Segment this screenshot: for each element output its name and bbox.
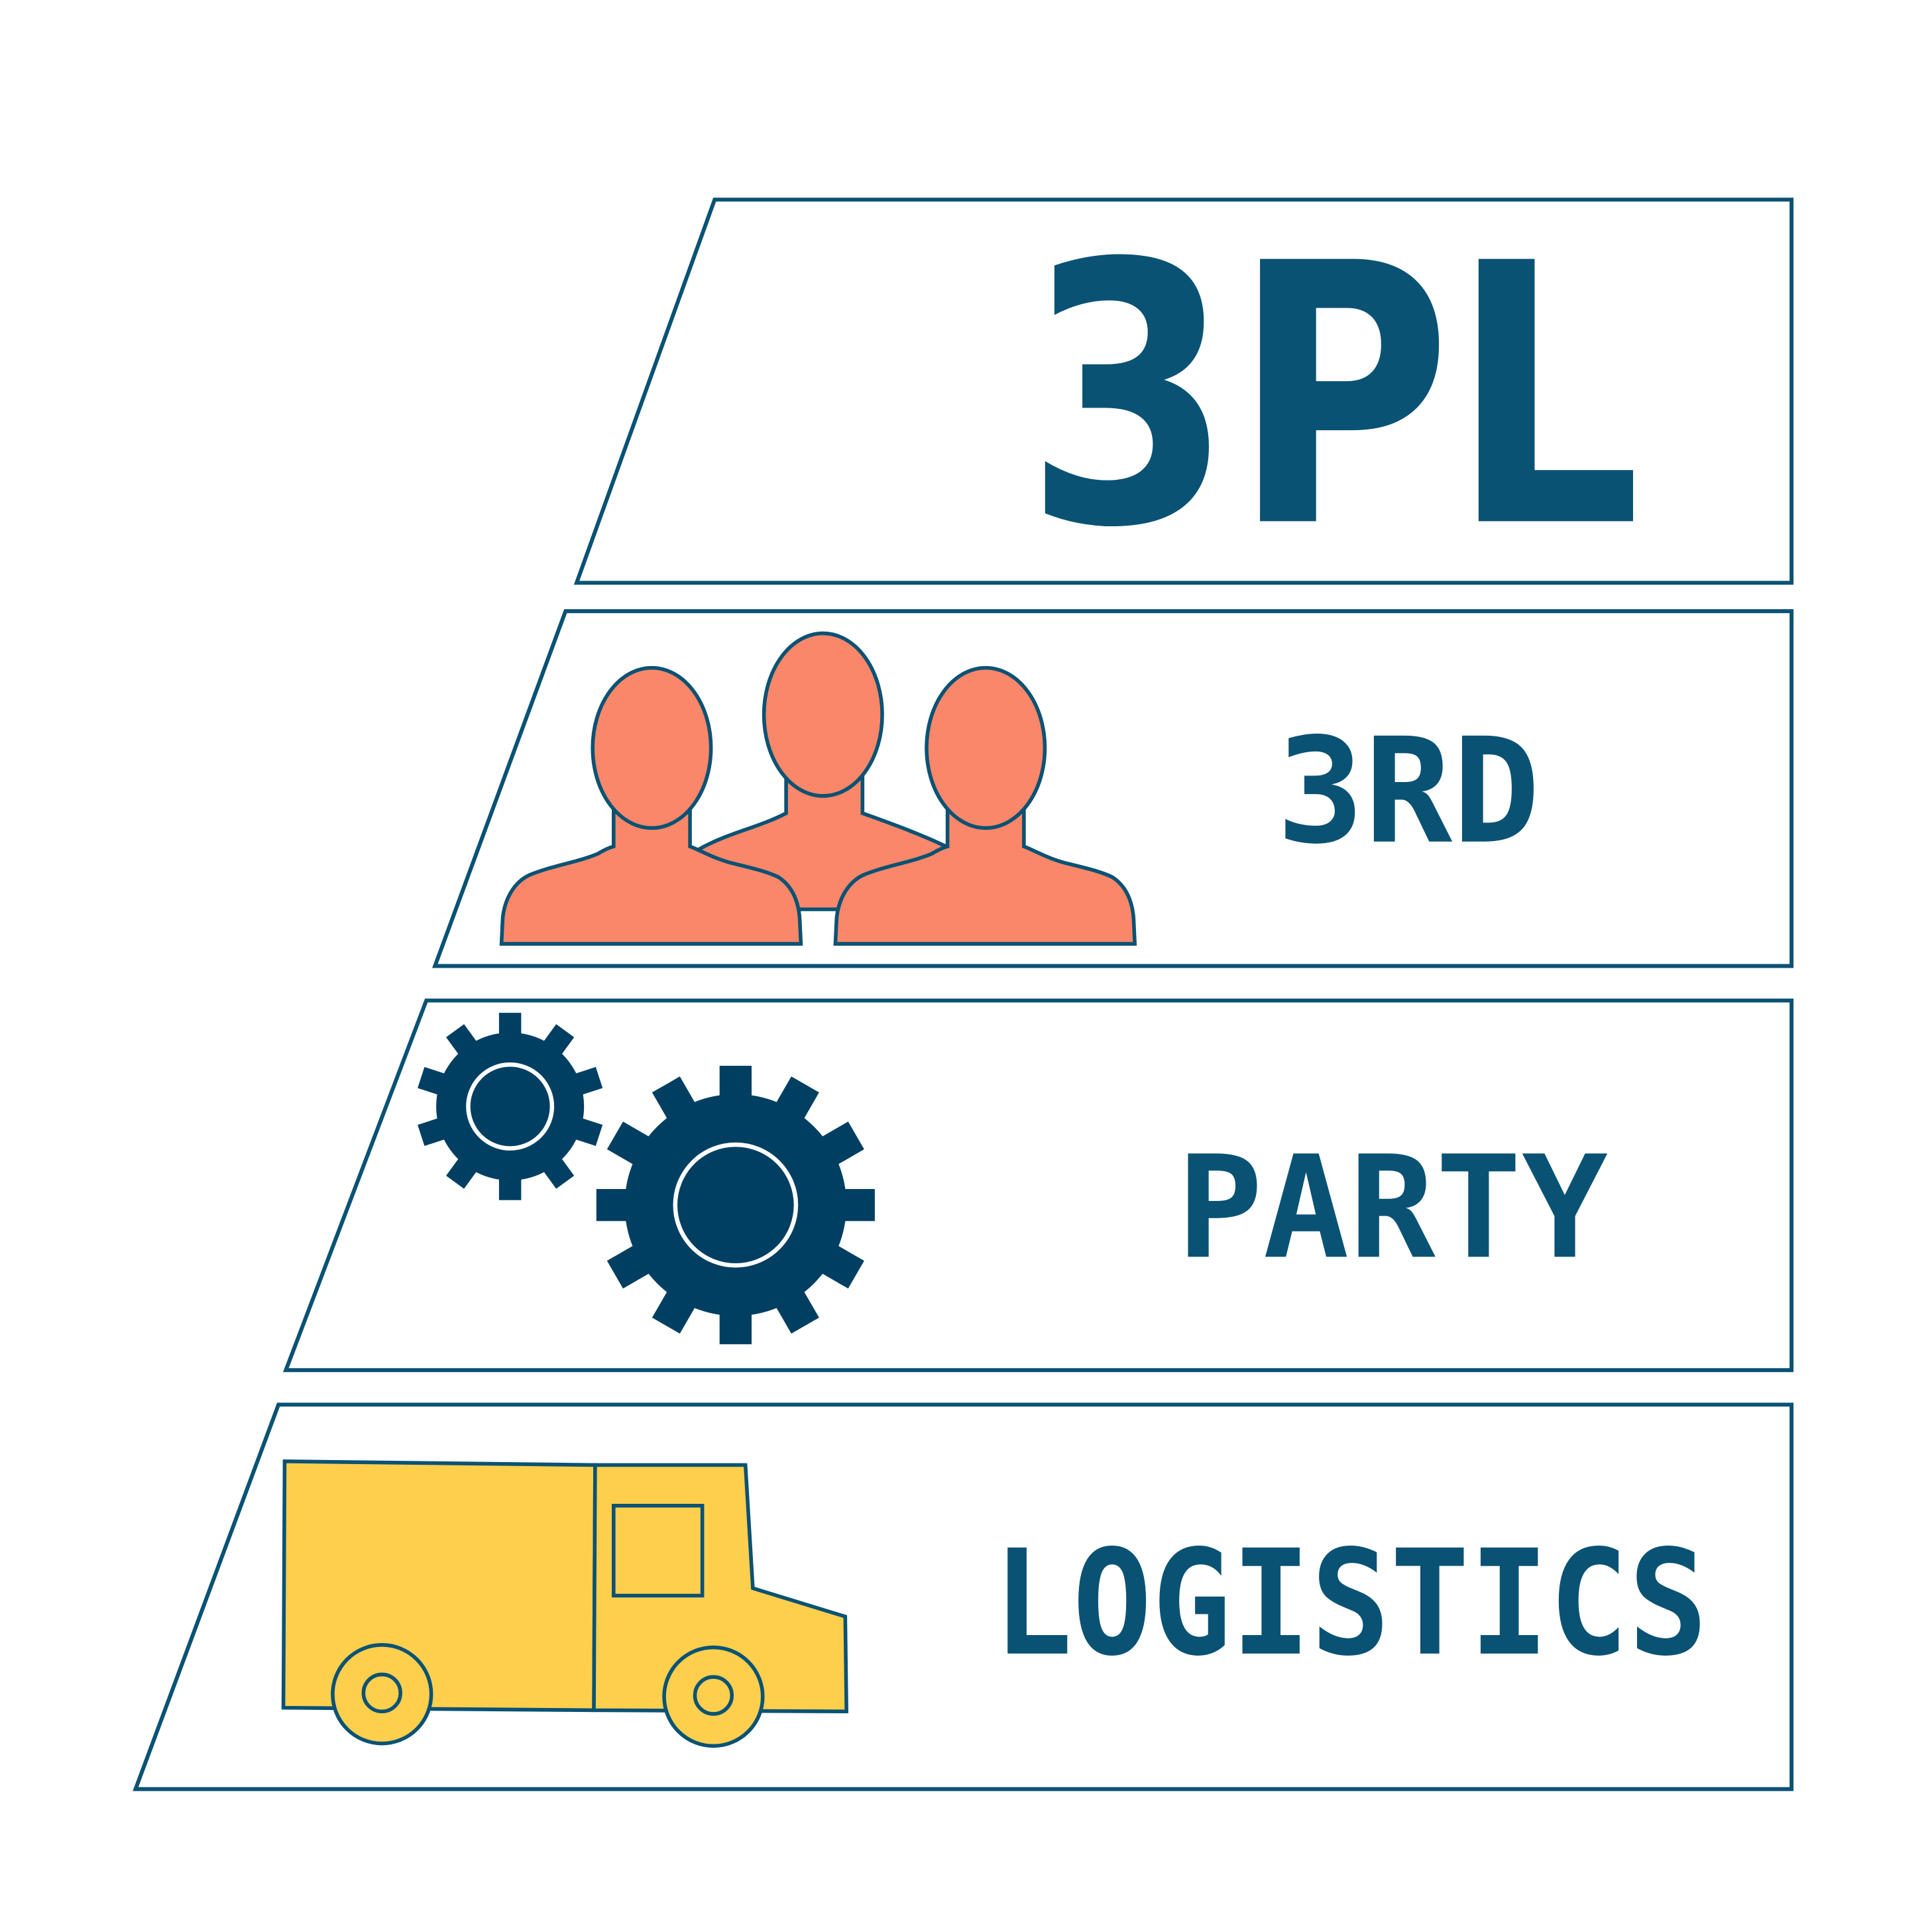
person-right-icon [833, 665, 1137, 946]
title-3pl: 3PL [1025, 188, 1642, 606]
panel-row-3: LOGISTICS [133, 1402, 1794, 1791]
gear-large-icon [596, 1066, 875, 1345]
gear-small-icon [418, 1013, 603, 1200]
row-label-party: PARTY [1176, 1126, 1608, 1290]
truck-icon [281, 1459, 848, 1748]
row-label-logistics: LOGISTICS [993, 1518, 1707, 1688]
truck-cargo-box [281, 1459, 597, 1713]
panel-title: 3PL [573, 188, 1794, 606]
people-icon [499, 631, 1137, 946]
person-left-icon [499, 665, 803, 946]
row-label-3rd: 3RD [1277, 707, 1540, 876]
panel-row-2: PARTY [282, 998, 1794, 1373]
gears-icon [418, 1013, 875, 1345]
panel-row-1: 3RD [431, 609, 1794, 968]
truck-rear-wheel-icon [331, 1643, 433, 1746]
truck-front-wheel-icon [662, 1645, 765, 1748]
truck-window [612, 1503, 705, 1598]
panel-title-frame [573, 198, 1794, 585]
